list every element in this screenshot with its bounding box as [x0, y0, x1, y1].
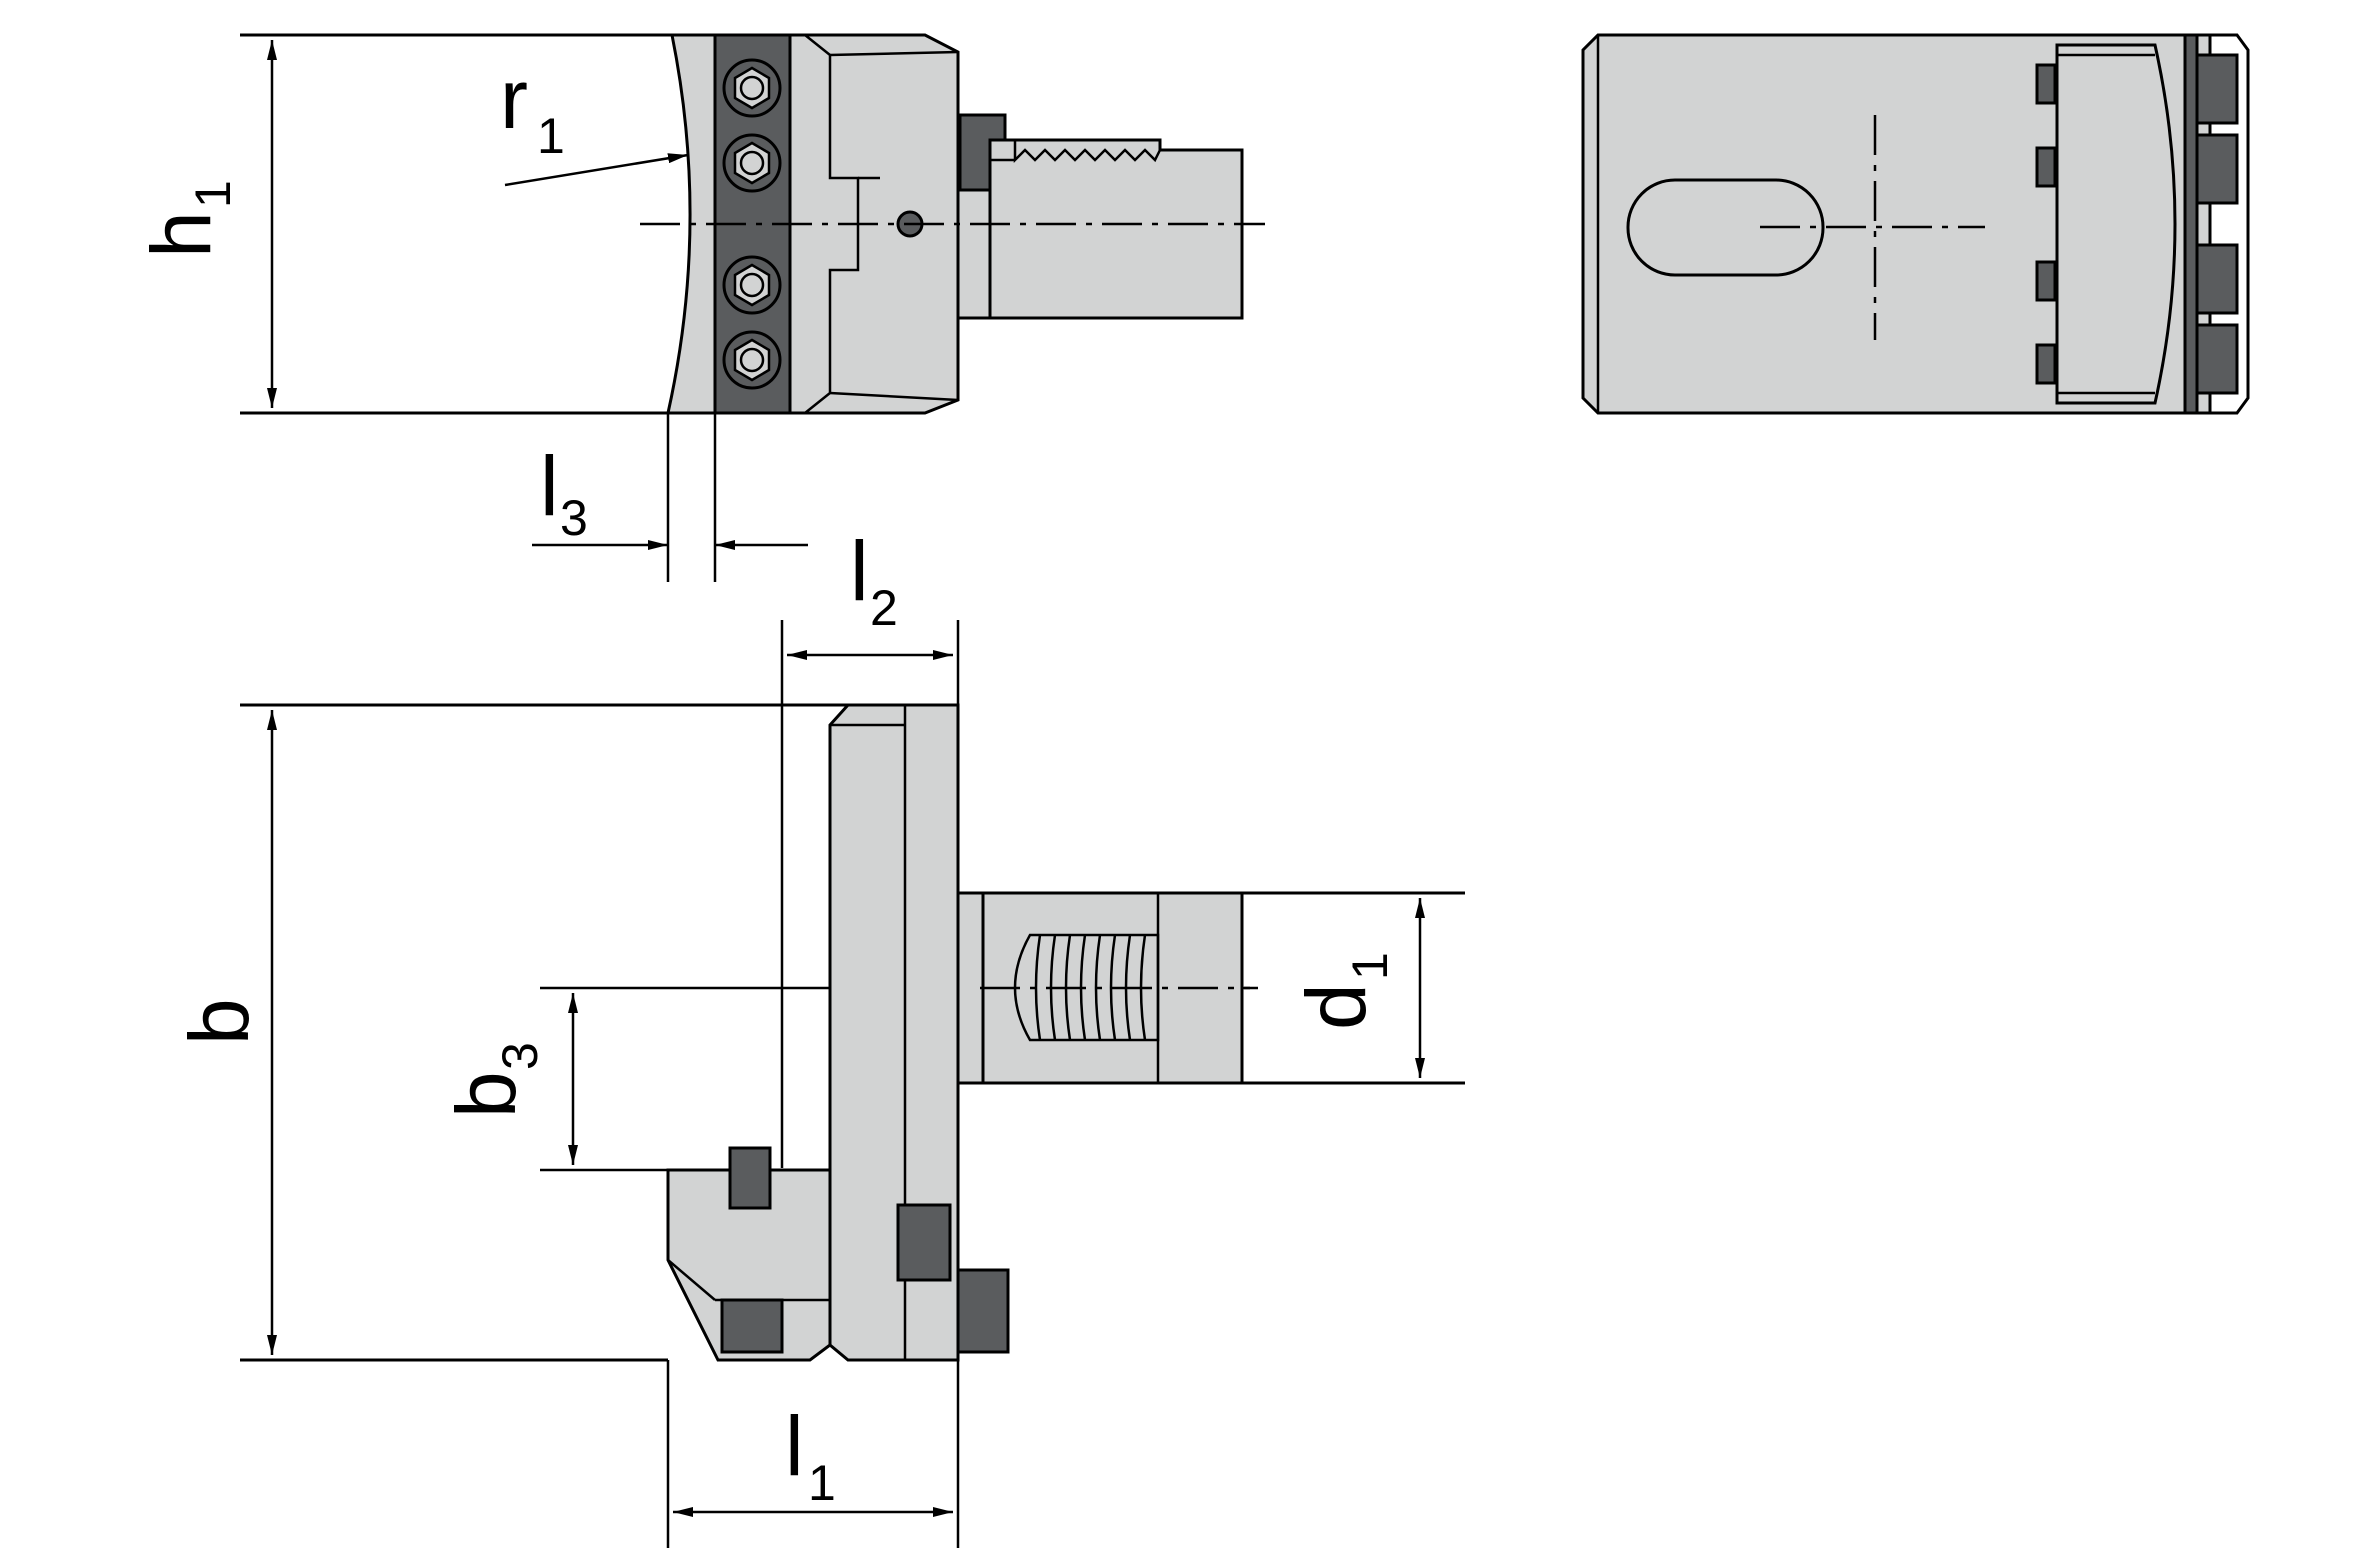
side-screw-head: [2195, 323, 2239, 395]
label-b3-main: b: [439, 1071, 533, 1118]
label-l2-main: l: [850, 524, 869, 618]
thread-bore: [1013, 933, 1160, 1042]
side-jaw: [2055, 43, 2177, 405]
label-d1-main: d: [1289, 983, 1383, 1030]
label-l1-sub: 1: [808, 1455, 836, 1511]
side-screw-head: [2195, 133, 2239, 205]
socket-screw-icon: [722, 133, 782, 193]
label-r1-main: r: [500, 52, 528, 146]
label-b: b: [172, 998, 266, 1045]
holder-top-chamfer: [829, 50, 959, 57]
top-view: h 1 r 1 l 3: [134, 33, 1265, 582]
shank-collar-side: [956, 891, 985, 1085]
socket-screw-icon: [722, 330, 782, 390]
side-end-strip: [2183, 33, 2199, 415]
label-h1-main: h: [134, 211, 228, 258]
svg-text:h: h: [134, 211, 228, 258]
shank-collar: [956, 188, 992, 320]
pin: [2035, 343, 2057, 385]
leader-r1: [504, 153, 689, 187]
jaw-screw: [720, 1298, 784, 1354]
label-l1-main: l: [785, 1399, 804, 1493]
socket-screws: [722, 58, 782, 390]
label-l2-sub: 2: [870, 580, 898, 636]
label-l3-sub: 3: [560, 490, 588, 546]
label-l3-main: l: [540, 439, 559, 533]
label-b3: b 3: [439, 1042, 548, 1118]
label-h1-sub: 1: [185, 180, 241, 208]
side-screw-head: [2195, 243, 2239, 315]
socket-screw-icon: [722, 58, 782, 118]
jaw-pin: [728, 1146, 772, 1210]
label-d1: d 1: [1289, 952, 1398, 1030]
pin: [2035, 260, 2057, 302]
thread-profile: [1013, 140, 1162, 164]
front-view: b b 3 d 1 l 2 l 1: [172, 524, 1465, 1548]
label-b-main: b: [172, 998, 266, 1045]
side-view: [1581, 33, 2250, 415]
label-b3-sub: 3: [492, 1042, 548, 1070]
label-h1: h 1: [134, 180, 241, 258]
label-d1-sub: 1: [1342, 952, 1398, 980]
side-end-outline: [2210, 33, 2250, 415]
threaded-shank: [988, 138, 1244, 320]
pin: [2035, 63, 2057, 105]
bar-clamp-screw: [956, 1268, 1010, 1354]
jaw-insert-chamfer: [667, 1259, 716, 1301]
side-screw-head: [2195, 53, 2239, 125]
bar-screw-head: [896, 1203, 952, 1282]
holder-bottom-chamfer: [829, 391, 959, 402]
socket-screw-icon: [722, 255, 782, 315]
slot-hole: [1626, 178, 1825, 277]
pin: [2035, 146, 2057, 188]
label-r1-sub: 1: [537, 108, 565, 164]
